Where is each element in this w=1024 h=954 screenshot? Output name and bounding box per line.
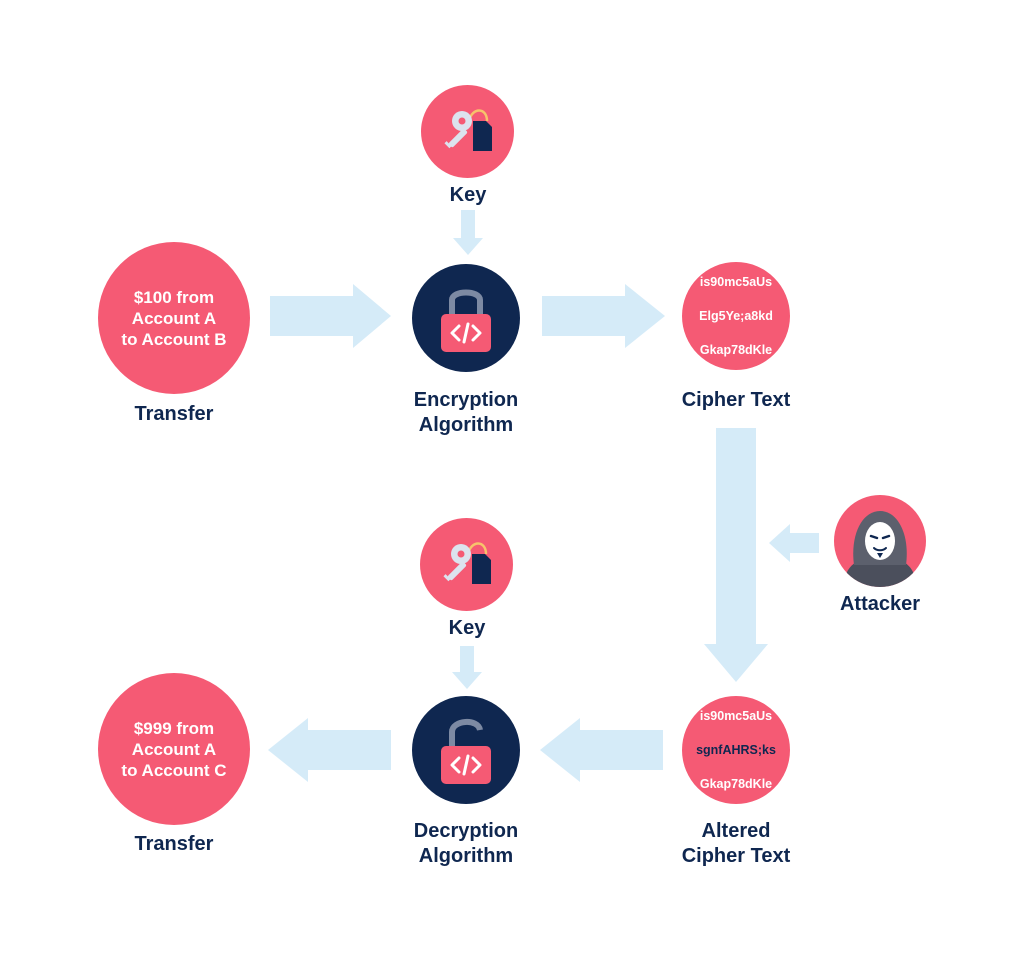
plaintext-node-bottom: $999 from Account A to Account C: [98, 673, 250, 825]
altered-cipher-label: Altered Cipher Text: [681, 820, 791, 867]
key-label-top: Key: [449, 184, 487, 206]
key-node-bottom: [420, 518, 513, 611]
encryption-node: [412, 264, 520, 372]
cipher-line-2: Elg5Ye;a8kd: [699, 308, 773, 323]
encryption-label: Encryption Algorithm: [413, 389, 519, 436]
padlock-closed-code-icon: [441, 289, 491, 352]
arrow-altered-to-decryption: [540, 718, 663, 782]
plaintext-bottom: $999 from Account A to Account C: [121, 718, 227, 780]
altered-cipher-line-3: Gkap78dKle: [699, 776, 773, 791]
padlock-open-code-icon: [441, 719, 491, 784]
arrow-attacker-to-stream: [769, 524, 819, 562]
cipher-line-1: is90mc5aUs: [699, 274, 773, 289]
decryption-node: [412, 696, 520, 804]
cipher-line-3: Gkap78dKle: [699, 342, 773, 357]
arrow-key-to-decryption: [452, 646, 482, 689]
decryption-label: Decryption Algorithm: [413, 820, 519, 867]
arrow-encryption-to-cipher: [542, 284, 665, 348]
cipher-label: Cipher Text: [681, 389, 791, 411]
arrow-cipher-to-altered: [704, 428, 768, 682]
altered-cipher-line-1: is90mc5aUs: [699, 708, 773, 723]
hooded-masked-person-icon: [844, 511, 916, 587]
key-label-bottom: Key: [448, 617, 486, 639]
key-tag-icon: [443, 108, 492, 151]
arrow-decryption-to-transfer: [268, 718, 391, 782]
altered-cipher-node: is90mc5aUs sgnfAHRS;ks Gkap78dKle: [682, 696, 790, 804]
altered-cipher-text-block: is90mc5aUs sgnfAHRS;ks Gkap78dKle: [696, 691, 776, 810]
cipher-node: is90mc5aUs Elg5Ye;a8kd Gkap78dKle: [682, 262, 790, 370]
transfer-label-bottom: Transfer: [134, 833, 214, 855]
attacker-label: Attacker: [839, 593, 921, 615]
plaintext-node-top: $100 from Account A to Account B: [98, 242, 250, 394]
arrow-transfer-to-encryption: [270, 284, 391, 348]
transfer-label-top: Transfer: [134, 403, 214, 425]
cipher-text-block: is90mc5aUs Elg5Ye;a8kd Gkap78dKle: [699, 257, 773, 376]
attacker-node: [834, 495, 926, 587]
key-node-top: [421, 85, 514, 178]
altered-cipher-line-2: sgnfAHRS;ks: [696, 742, 776, 757]
plaintext-top: $100 from Account A to Account B: [121, 287, 227, 349]
key-tag-icon: [442, 541, 491, 584]
arrow-key-to-encryption: [453, 210, 483, 255]
